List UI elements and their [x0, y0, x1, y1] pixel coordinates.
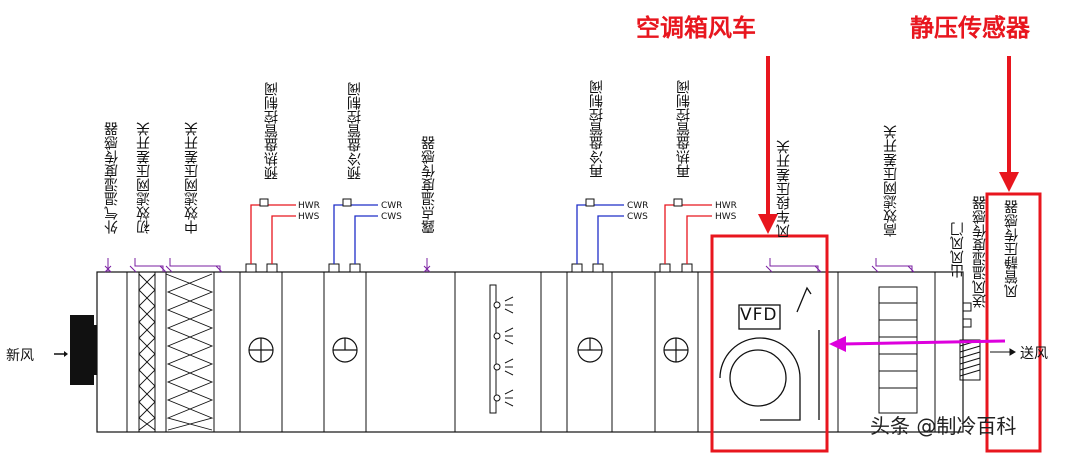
hot-water-pipes: [250, 204, 712, 264]
reheat-supply-label: HWS: [715, 212, 737, 222]
pressure-sensor-callout: 静压传感器: [910, 14, 1030, 42]
ahu-housing: [96, 271, 964, 433]
valve-icons: [259, 198, 683, 207]
recool-supply-label: CWS: [627, 212, 648, 222]
precool-return-label: CWR: [381, 201, 403, 211]
hepa-filter: [878, 286, 918, 414]
valve-actuators: [245, 263, 693, 273]
reheat-return-label: HWR: [715, 201, 737, 211]
duct-static-sensor-label: 风管静压传感器: [1004, 200, 1020, 298]
vfd-label: VFD: [740, 305, 778, 325]
fan-callout: 空调箱风车: [636, 14, 756, 42]
coil-symbols: [248, 337, 689, 363]
fan-highlight-box: [710, 234, 829, 453]
preheat-supply-label: HWS: [298, 212, 320, 222]
outdoor-th-sensor-label: 外气温湿度传感器: [104, 122, 120, 234]
preheat-return-label: HWR: [298, 201, 320, 211]
primary-filter-dp-label: 初效滤网压差开关: [136, 122, 152, 234]
recool-return-label: CWR: [627, 201, 649, 211]
chilled-water-pipes: [333, 204, 624, 264]
humidifier: [489, 284, 514, 414]
dewpoint-sensor-label: 露点温度传感器: [421, 136, 437, 234]
signal-arrow: [829, 336, 1006, 352]
callout-arrows: [758, 56, 1019, 234]
supply-air-label: 送风: [1020, 346, 1048, 362]
medium-filter-dp-label: 中效滤网压差开关: [184, 122, 200, 234]
fan-dp-switch-label: 风车段压差开关: [776, 140, 792, 238]
medium-filter: [165, 273, 214, 431]
recool-valve-label: 再冷盘管控制阀: [589, 80, 605, 178]
sensor-highlight-box: [985, 192, 1042, 453]
preheat-valve-label: 预热盘管控制阀: [264, 82, 280, 180]
sensor-leaders: [104, 258, 915, 273]
hepa-filter-dp-label: 高效滤网压差开关: [883, 125, 899, 237]
outlet-damper-label: 出风风门: [950, 222, 966, 278]
fresh-air-inlet: [54, 315, 97, 385]
primary-filter: [138, 273, 156, 431]
reheat-valve-label: 再热盘管控制阀: [676, 80, 692, 178]
fan: [719, 286, 820, 421]
precool-valve-label: 预冷盘管控制阀: [347, 82, 363, 180]
supply-air-arrow: [990, 348, 1016, 356]
precool-supply-label: CWS: [381, 212, 402, 222]
supply-th-sensor-label: 送风温湿度传感器: [972, 196, 988, 308]
fresh-air-label: 新风: [6, 348, 34, 364]
watermark: 头条 @制冷百科: [870, 414, 1017, 438]
section-dividers: [126, 272, 936, 432]
